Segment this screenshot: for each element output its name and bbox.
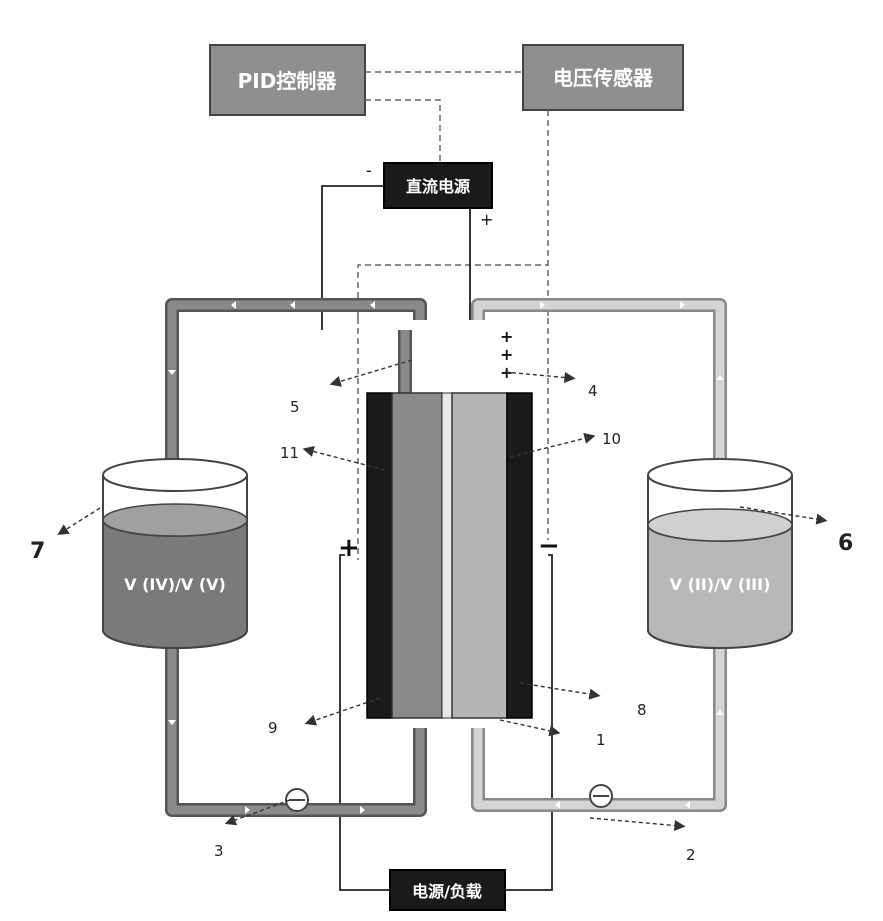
pid-controller-label: PID控制器	[238, 69, 338, 93]
label-8: 8	[637, 701, 647, 719]
pid-controller-box: PID控制器	[210, 45, 365, 115]
label-5: 5	[290, 398, 300, 416]
right-current-collector	[507, 393, 532, 718]
dc-minus-sign: -	[366, 161, 372, 180]
label-6: 6	[838, 531, 853, 556]
label-10: 10	[602, 430, 621, 448]
dc-power-box: 直流电源	[384, 163, 492, 208]
power-load-box: 电源/负载	[390, 870, 505, 910]
dc-power-label: 直流电源	[406, 177, 470, 196]
right-electrode	[452, 393, 507, 718]
label-9: 9	[268, 719, 278, 737]
left-charge-dots: · ·	[382, 330, 387, 366]
dc-plus-sign: +	[480, 210, 493, 229]
label-11: 11	[280, 444, 299, 462]
left-electrolyte-tank: V (IV)/V (V)	[103, 459, 247, 648]
left-tank-label: V (IV)/V (V)	[124, 575, 226, 594]
label-3: 3	[214, 842, 224, 860]
label-4: 4	[588, 382, 598, 400]
pump-right-icon	[590, 785, 612, 807]
power-load-label: 电源/负载	[412, 882, 482, 901]
svg-text:+: +	[500, 345, 513, 364]
right-charge-signs: + + +	[500, 327, 513, 382]
cell-plus-sign: +	[338, 533, 360, 563]
left-current-collector	[367, 393, 392, 718]
cell-minus-sign: −	[538, 531, 560, 561]
right-tank-label: V (II)/V (III)	[670, 575, 771, 594]
left-electrode	[392, 393, 442, 718]
label-1: 1	[596, 731, 606, 749]
voltage-sensor-box: 电压传感器	[523, 45, 683, 110]
svg-text:+: +	[500, 327, 513, 346]
label-7: 7	[30, 539, 45, 564]
voltage-sensor-label: 电压传感器	[553, 66, 654, 90]
membrane	[442, 393, 452, 718]
label-2: 2	[686, 846, 696, 864]
right-electrolyte-tank: V (II)/V (III)	[648, 459, 792, 648]
cell-stack	[367, 393, 532, 718]
svg-text:·: ·	[382, 347, 387, 366]
